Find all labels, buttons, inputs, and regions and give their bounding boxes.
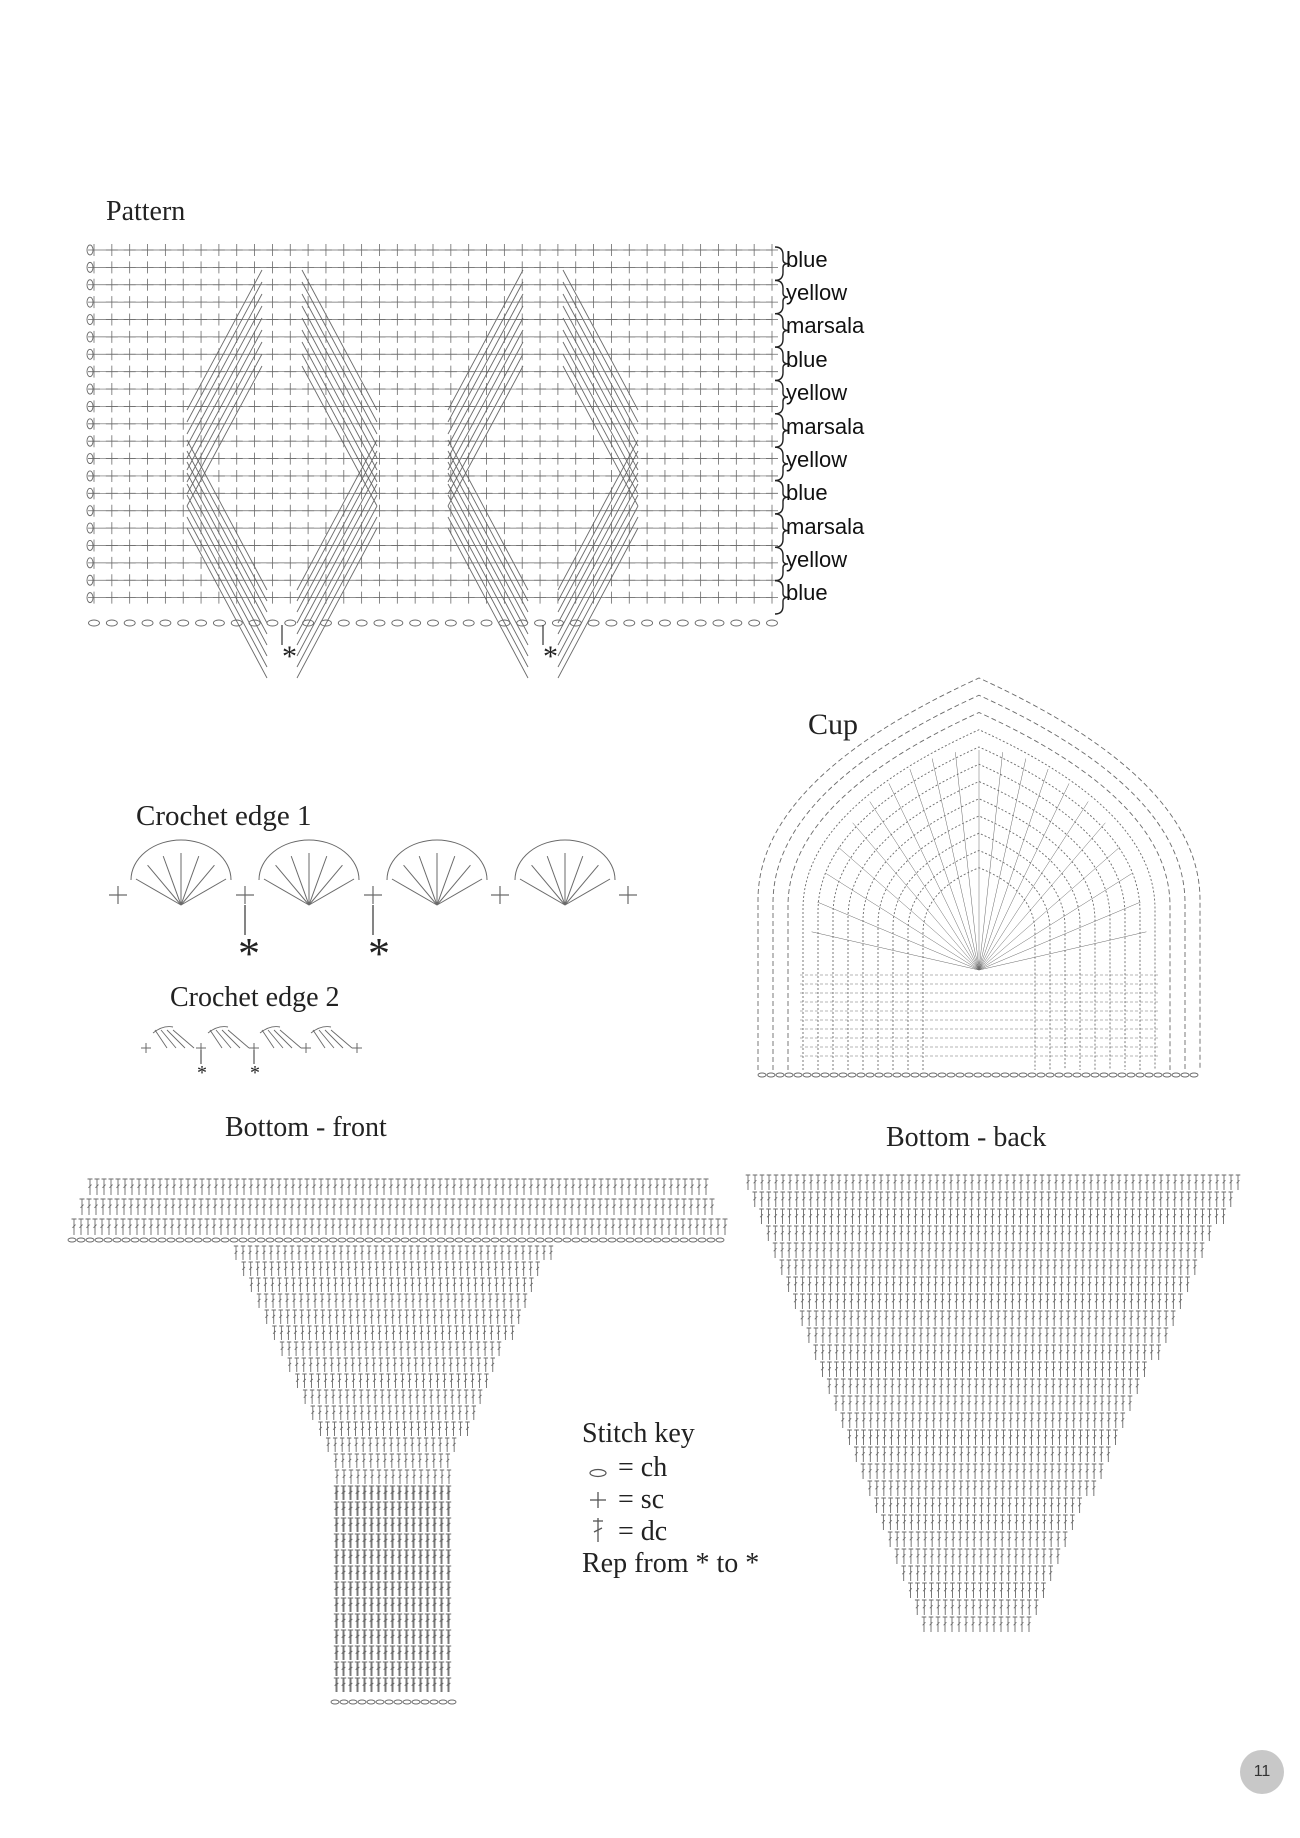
dc-mark-icon: [593, 1518, 603, 1542]
sc-plus-icon: [590, 1492, 606, 1508]
stitch-key-ch: = ch: [618, 1452, 667, 1484]
page-number: 11: [1240, 1750, 1284, 1794]
stitch-key-sc: = sc: [618, 1484, 664, 1516]
chain-oval-icon: [590, 1470, 606, 1477]
repeat-note: Rep from * to *: [582, 1548, 759, 1580]
stitch-key-dc: = dc: [618, 1516, 667, 1548]
